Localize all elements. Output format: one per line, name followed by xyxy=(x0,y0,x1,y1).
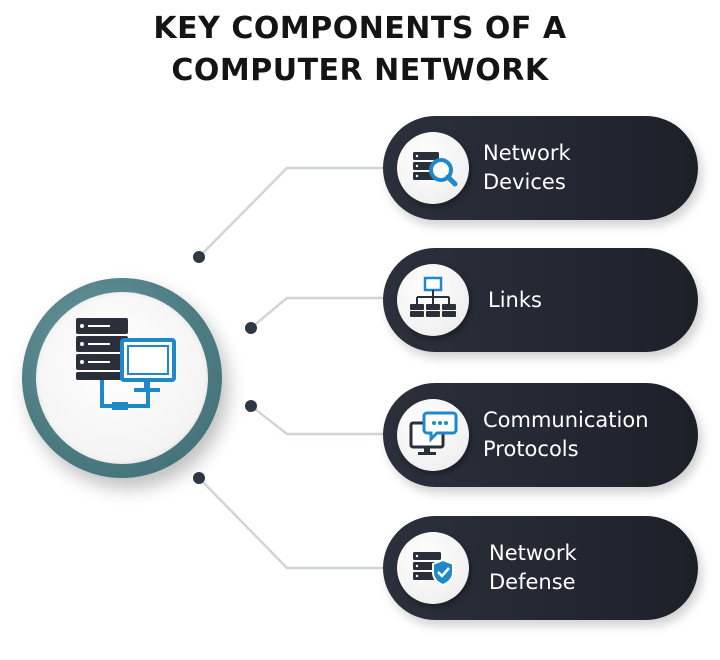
connector-network-devices xyxy=(198,166,392,258)
page-title: KEY COMPONENTS OF A COMPUTER NETWORK xyxy=(0,8,720,92)
component-label: Links xyxy=(488,248,542,352)
computer-network-icon xyxy=(76,318,176,410)
component-network-devices: Network Devices xyxy=(383,116,698,220)
component-icon-disc xyxy=(397,132,469,204)
connector-communication-protocols xyxy=(250,405,392,436)
component-label: Communication Protocols xyxy=(483,383,649,487)
component-label-line-2: Protocols xyxy=(483,437,579,461)
component-label-line-2: Defense xyxy=(489,570,576,594)
title-line-2: COMPUTER NETWORK xyxy=(171,53,549,88)
component-label-line-1: Links xyxy=(488,287,542,312)
component-label: Network Defense xyxy=(489,516,577,620)
component-links: Links xyxy=(383,248,698,352)
component-network-defense: Network Defense xyxy=(383,516,698,620)
component-icon-disc xyxy=(397,532,469,604)
component-label-line-1: Communication xyxy=(483,408,649,432)
connector-links xyxy=(250,296,392,329)
server-search-icon xyxy=(413,152,458,187)
component-icon-disc xyxy=(397,399,469,471)
component-icon-disc xyxy=(397,264,469,336)
connector-dot-4 xyxy=(193,472,205,484)
network-topology-icon xyxy=(410,276,456,317)
component-label-line-2: Devices xyxy=(483,170,566,194)
connector-network-defense xyxy=(198,477,392,570)
server-shield-icon xyxy=(413,552,454,587)
title-line-1: KEY COMPONENTS OF A xyxy=(153,11,567,46)
component-communication-protocols: Communication Protocols xyxy=(383,383,698,487)
connector-dot-3 xyxy=(245,400,257,412)
connector-dot-2 xyxy=(245,322,257,334)
monitor-chat-icon xyxy=(409,411,458,455)
component-label-line-1: Network xyxy=(489,541,577,565)
component-label-line-1: Network xyxy=(483,141,571,165)
connector-dot-1 xyxy=(193,251,205,263)
component-label: Network Devices xyxy=(483,116,571,220)
